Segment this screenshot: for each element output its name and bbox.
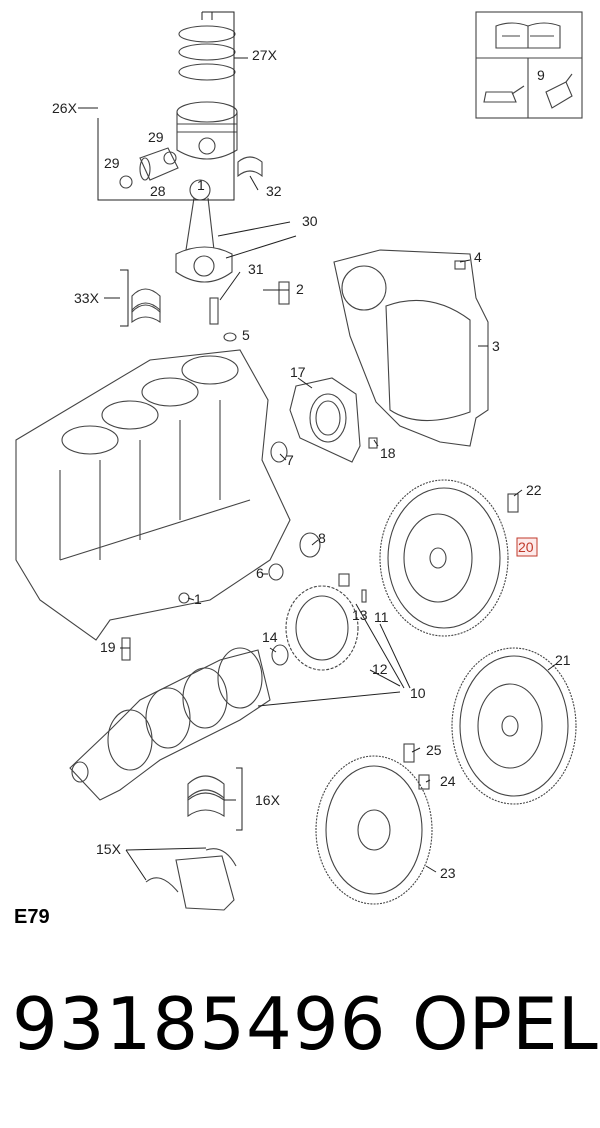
part-number: 93185496 bbox=[12, 982, 387, 1066]
crankshaft bbox=[69, 647, 271, 801]
callout-label: 9 bbox=[537, 67, 545, 83]
callout-label: 12 bbox=[372, 661, 388, 677]
block-bearing bbox=[178, 592, 190, 604]
bolt bbox=[278, 281, 290, 305]
oil-can-icon bbox=[483, 85, 525, 103]
callout-label: 16X bbox=[255, 792, 281, 808]
brand-name: OPEL bbox=[412, 982, 598, 1066]
callout-label: 2 bbox=[296, 281, 304, 297]
oil-seal bbox=[299, 532, 321, 558]
sealant-tube-icon bbox=[545, 73, 573, 109]
callout-label: 8 bbox=[318, 530, 326, 546]
screw bbox=[338, 573, 367, 603]
callout-label: 33X bbox=[74, 290, 100, 306]
dual-mass-flywheel bbox=[379, 479, 509, 637]
callout-label: 1 bbox=[197, 177, 205, 193]
book-wrench-icon bbox=[495, 22, 561, 49]
callout-label: 15X bbox=[96, 841, 122, 857]
callout-label: 6 bbox=[256, 565, 264, 581]
piston-rings bbox=[178, 25, 236, 81]
callout-label: 23 bbox=[440, 865, 456, 881]
callout-label: 1 bbox=[194, 591, 202, 607]
callout-label: 14 bbox=[262, 629, 278, 645]
seal-ring bbox=[268, 563, 284, 581]
callout-label: 3 bbox=[492, 338, 500, 354]
callout-label: 18 bbox=[380, 445, 396, 461]
thrust-washers bbox=[145, 848, 237, 911]
leader-lines bbox=[78, 11, 557, 881]
dowel-pin bbox=[223, 332, 237, 342]
callout-label: 13 bbox=[352, 607, 368, 623]
callout-label: 24 bbox=[440, 773, 456, 789]
callout-label: 11 bbox=[374, 609, 389, 625]
piston-pin bbox=[139, 147, 179, 181]
bolt bbox=[403, 743, 430, 790]
main-bearing-shells bbox=[187, 775, 225, 818]
callout-label: 10 bbox=[410, 685, 426, 701]
callout-label: 28 bbox=[150, 183, 166, 199]
circlip bbox=[119, 151, 177, 189]
callout-label: 25 bbox=[426, 742, 442, 758]
reluctor-ring bbox=[285, 585, 359, 671]
callout-label: 32 bbox=[266, 183, 282, 199]
callout-label: 21 bbox=[555, 652, 571, 668]
seal-ring bbox=[270, 441, 288, 463]
connecting-rod bbox=[175, 179, 233, 283]
callout-label: 29 bbox=[104, 155, 120, 171]
callout-label: 26X bbox=[52, 100, 78, 116]
flexplate bbox=[315, 755, 433, 905]
callout-label: 17 bbox=[290, 364, 306, 380]
exploded-parts-diagram: 1 27X 26X 29 29 28 32 30 31 33X 2 5 4 3 … bbox=[15, 11, 583, 911]
bearing-shell-pair bbox=[131, 288, 161, 324]
callout-label: 4 bbox=[474, 249, 482, 265]
callout-label: 22 bbox=[526, 482, 542, 498]
callout-label: 19 bbox=[100, 639, 116, 655]
rod-bolt bbox=[209, 297, 219, 325]
bolt bbox=[368, 437, 378, 449]
callout-label-highlighted: 20 bbox=[518, 539, 534, 555]
engine-block bbox=[15, 349, 291, 641]
callout-label: 7 bbox=[286, 452, 294, 468]
section-code: E79 bbox=[14, 906, 50, 928]
rod-bearing-shell bbox=[237, 156, 263, 178]
highlighted-part-callout: 20 bbox=[516, 537, 538, 557]
callout-label: 31 bbox=[248, 261, 264, 277]
callout-label: 5 bbox=[242, 327, 250, 343]
pilot-bushing bbox=[271, 644, 289, 666]
adapter-plate bbox=[333, 249, 489, 447]
legend-box bbox=[475, 11, 583, 119]
piston bbox=[176, 101, 238, 160]
seal-housing bbox=[289, 377, 361, 463]
flywheel-bolt bbox=[507, 493, 519, 513]
callout-label: 27X bbox=[252, 47, 278, 63]
callout-label: 30 bbox=[302, 213, 318, 229]
bolt bbox=[454, 260, 466, 270]
callout-label: 29 bbox=[148, 129, 164, 145]
bolt bbox=[121, 637, 131, 661]
dual-mass-flywheel-alt bbox=[451, 647, 577, 805]
